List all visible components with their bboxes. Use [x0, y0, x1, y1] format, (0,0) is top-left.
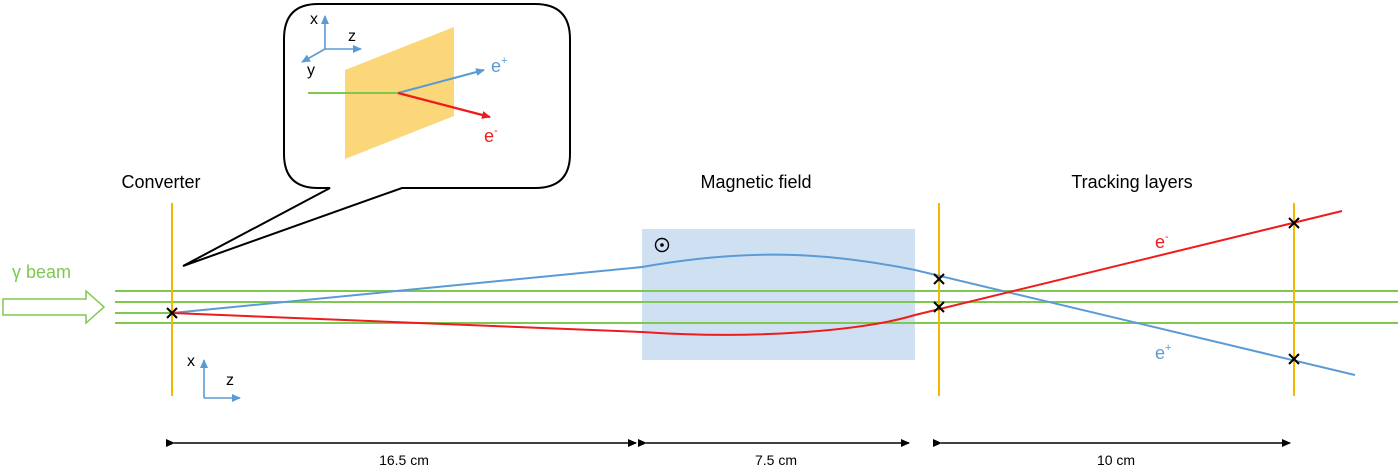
hit-layer1-electron	[933, 301, 945, 313]
converter-label: Converter	[121, 172, 200, 192]
hit-markers	[166, 217, 1300, 365]
inset-converter-view: e+ e-	[308, 27, 507, 159]
electron-label: e-	[1155, 231, 1169, 252]
beam-lines	[115, 290, 1398, 324]
beam-label: γ beam	[12, 262, 71, 282]
svg-text:z: z	[348, 28, 356, 45]
svg-text:x: x	[310, 11, 318, 28]
magnetic-field-label: Magnetic field	[700, 172, 811, 192]
svg-text:e-: e-	[484, 125, 498, 146]
svg-text:x: x	[187, 353, 195, 370]
inset-xyz-axes: x z y	[301, 11, 362, 79]
electron-track	[171, 210, 1343, 336]
svg-text:y: y	[307, 62, 315, 79]
beam-arrow-icon	[2, 289, 106, 325]
tracking-layers-label: Tracking layers	[1071, 172, 1192, 192]
svg-text:e+: e+	[491, 55, 507, 76]
hit-layer2-electron	[1288, 217, 1300, 229]
hit-layer2-positron	[1288, 353, 1300, 365]
positron-label: e+	[1155, 342, 1171, 363]
dim-tracker-spacing: 10 cm	[1097, 452, 1135, 466]
positron-track	[171, 253, 1356, 376]
dim-field-length: 7.5 cm	[755, 452, 797, 466]
hit-converter	[166, 307, 178, 319]
field-out-of-page-icon	[654, 237, 670, 253]
magnetic-field-region	[642, 229, 915, 360]
xz-axes: x z	[187, 353, 241, 402]
hit-layer1-positron	[933, 273, 945, 285]
svg-text:z: z	[226, 372, 234, 389]
dim-converter-to-field: 16.5 cm	[379, 452, 429, 466]
